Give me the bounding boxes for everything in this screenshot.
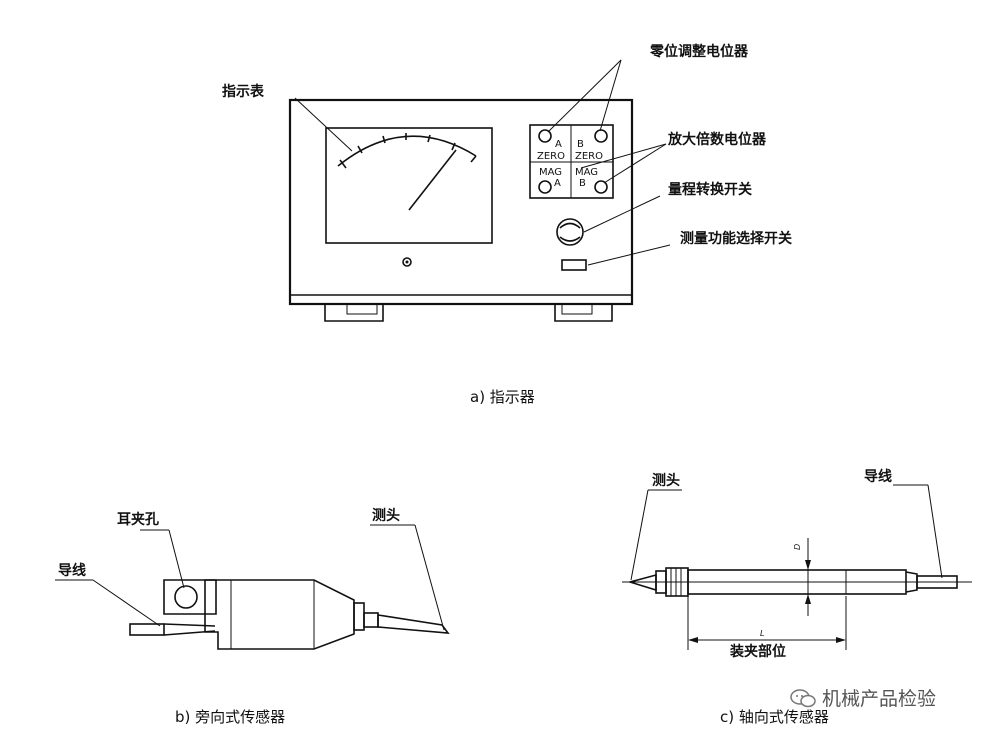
leader-lead-wire [92,579,161,627]
label-ear-hole: 耳夹孔 [117,511,159,528]
label-lead-wire-b: 导线 [58,562,86,579]
label-indicator-meter: 指示表 [222,83,265,100]
caption-b: b) 旁向式传感器 [175,708,285,726]
left-foot-pad [346,303,378,315]
axial-sensor-figure: L D 测头 导线 装夹部位 c) 轴向式传感器 [622,468,972,726]
panel-a-bottom: A [554,178,561,189]
zero-pot-b-knob [594,129,608,143]
scale-tick-7 [470,155,477,163]
lateral-sensor-figure: 耳夹孔 导线 测头 b) 旁向式传感器 [55,507,450,726]
lead-wire-end [129,623,165,636]
leader-indicator-meter [294,97,353,152]
panel-a-top: A [555,139,562,150]
label-probe-b: 测头 [372,507,400,524]
mag-pot-a-knob [538,180,552,194]
zero-pot-a-knob [538,129,552,143]
leader-mag-pot-b [603,143,667,184]
scale-tick-1 [339,159,347,169]
probe-collar [353,602,365,631]
leader-ear-hole [168,529,185,589]
dim-l-arrow-right [836,637,846,643]
scale-tick-5 [427,134,431,143]
label-zero-pot: 零位调整电位器 [649,43,749,60]
mag-pot-b-knob [594,180,608,194]
indicator-figure: A ZERO B ZERO MAG A MAG B 指示表 零位调整电位器 放大… [222,43,792,406]
probe-hub [363,612,379,628]
wechat-icon [790,688,816,707]
leader-range-switch [583,195,661,233]
ear-clip-hole [174,585,198,609]
scale-tick-3 [382,135,386,144]
panel-mag-a: MAG [539,167,562,178]
scale-tick-6 [451,142,456,151]
leader-probe [414,524,445,631]
watermark-text: 机械产品检验 [822,688,937,710]
watermark: 机械产品检验 [790,684,936,711]
scale-tick-2 [357,145,363,154]
panel-b-zero: ZERO [575,151,603,162]
zero-adjust-screw [402,257,412,267]
left-foot [324,304,384,322]
range-switch-knob [556,218,584,246]
dim-d-arrow-bottom [805,594,811,604]
leader-zero-pot-a [547,59,622,133]
range-switch-arrow-bottom [559,236,581,242]
caption-c: c) 轴向式传感器 [720,708,829,726]
lead-wire [163,623,216,636]
panel-b-bottom: B [579,178,586,189]
dim-l-arrow-left [688,637,698,643]
indicator-housing [288,98,634,306]
label-probe-c: 测头 [652,472,680,489]
panel-b-top: B [577,139,584,150]
leader-lead-wire-c [927,484,943,579]
range-switch-arrow-top [559,222,581,229]
label-clamp-part: 装夹部位 [729,643,786,660]
leader-mag-pot-a [580,143,667,169]
meter-needle [408,149,457,211]
leader-probe-c [630,489,649,581]
caption-a: a) 指示器 [470,388,535,406]
dim-d-arrow-top [805,560,811,570]
lead-wire-c [916,575,958,589]
sensor-body [204,579,355,650]
zero-adjust-screw-center [405,260,409,264]
function-switch [561,259,587,271]
label-range-switch: 量程转换开关 [668,181,752,198]
panel-mag-b: MAG [575,167,598,178]
ear-clip-block [163,579,217,615]
leader-function-switch [587,244,671,266]
dim-l-symbol: L [760,629,764,638]
label-lead-wire-c: 导线 [864,468,892,485]
probe-arm [377,614,450,634]
right-foot-pad [561,303,593,315]
label-function-switch: 测量功能选择开关 [680,230,792,247]
label-mag-pot: 放大倍数电位器 [667,131,767,148]
dim-d-symbol: D [793,544,802,550]
panel-a-zero: ZERO [537,151,565,162]
sensor-barrel [687,569,907,595]
leader-zero-pot-b [599,59,622,132]
right-foot [554,304,613,322]
meter-window [325,127,493,244]
